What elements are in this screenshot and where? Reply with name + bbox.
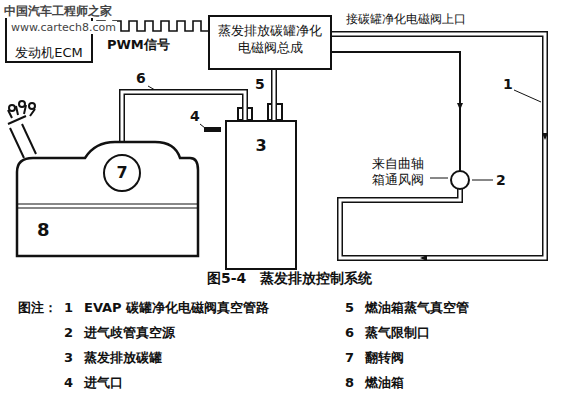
legend-text: EVAP 碳罐净化电磁阀真空管路 [84, 300, 269, 316]
vapor-pipe [271, 70, 277, 120]
figure-caption: 图5-4 蒸发排放控制系统 [207, 270, 372, 287]
pipe-bore [273, 70, 276, 120]
solenoid-box: 蒸发排放碳罐净化电磁阀总成 [208, 15, 332, 70]
vacuum-pipe [332, 34, 545, 258]
legend-text: 燃油箱 [365, 375, 404, 391]
node-label: 8 [37, 218, 196, 241]
signal-label: PWM信号 [107, 37, 170, 53]
legend-number: 3 [64, 350, 73, 366]
flow-arrow [420, 103, 548, 261]
legend-number: 4 [64, 375, 73, 391]
callout-number: 2 [496, 172, 506, 189]
tank-shell [17, 142, 198, 256]
legend-number: 8 [345, 375, 354, 391]
callout-number: 1 [503, 76, 513, 93]
legend-number: 2 [64, 325, 73, 341]
legend-text: 进气歧管真空源 [84, 325, 175, 341]
legend-number: 5 [345, 300, 354, 316]
legend-text: 蒸气限制口 [365, 325, 430, 341]
node-label: 3 [231, 136, 291, 157]
legend-number: 6 [345, 325, 354, 341]
filler-neck [8, 101, 36, 158]
rollover-valve: 7 [103, 154, 141, 192]
legend-text: 蒸发排放碳罐 [84, 350, 162, 366]
watermark: www.cartech8.com [10, 21, 117, 34]
legend-text: 燃油箱蒸气真空管 [365, 300, 469, 316]
legend-text: 翻转阀 [365, 350, 404, 366]
leader-line [148, 86, 541, 180]
evap-canister: 3 [225, 120, 297, 270]
callout-number: 4 [190, 108, 200, 125]
node-label: 7 [109, 163, 135, 184]
source-note: 来自曲轴箱通风阀 [372, 156, 428, 187]
callout-number: 5 [255, 76, 265, 93]
watermark: 中国汽车工程师之家 [3, 4, 113, 18]
intake-port [204, 127, 221, 132]
vacuum-source [451, 171, 469, 189]
fuel-tank: 87 [15, 140, 200, 258]
fuel-level [17, 204, 198, 208]
legend-heading: 图注： [18, 300, 57, 316]
legend-text: 进气口 [84, 375, 123, 391]
callout-number: 6 [136, 70, 146, 87]
node-label: 发动机ECM [11, 45, 87, 62]
node-label: 蒸发排放碳罐净化电磁阀总成 [214, 23, 326, 57]
legend-number: 7 [345, 350, 354, 366]
pipe-note: 接碳罐净化电磁阀上口 [345, 12, 467, 26]
legend-number: 1 [64, 300, 73, 316]
tank-outline [15, 140, 200, 258]
